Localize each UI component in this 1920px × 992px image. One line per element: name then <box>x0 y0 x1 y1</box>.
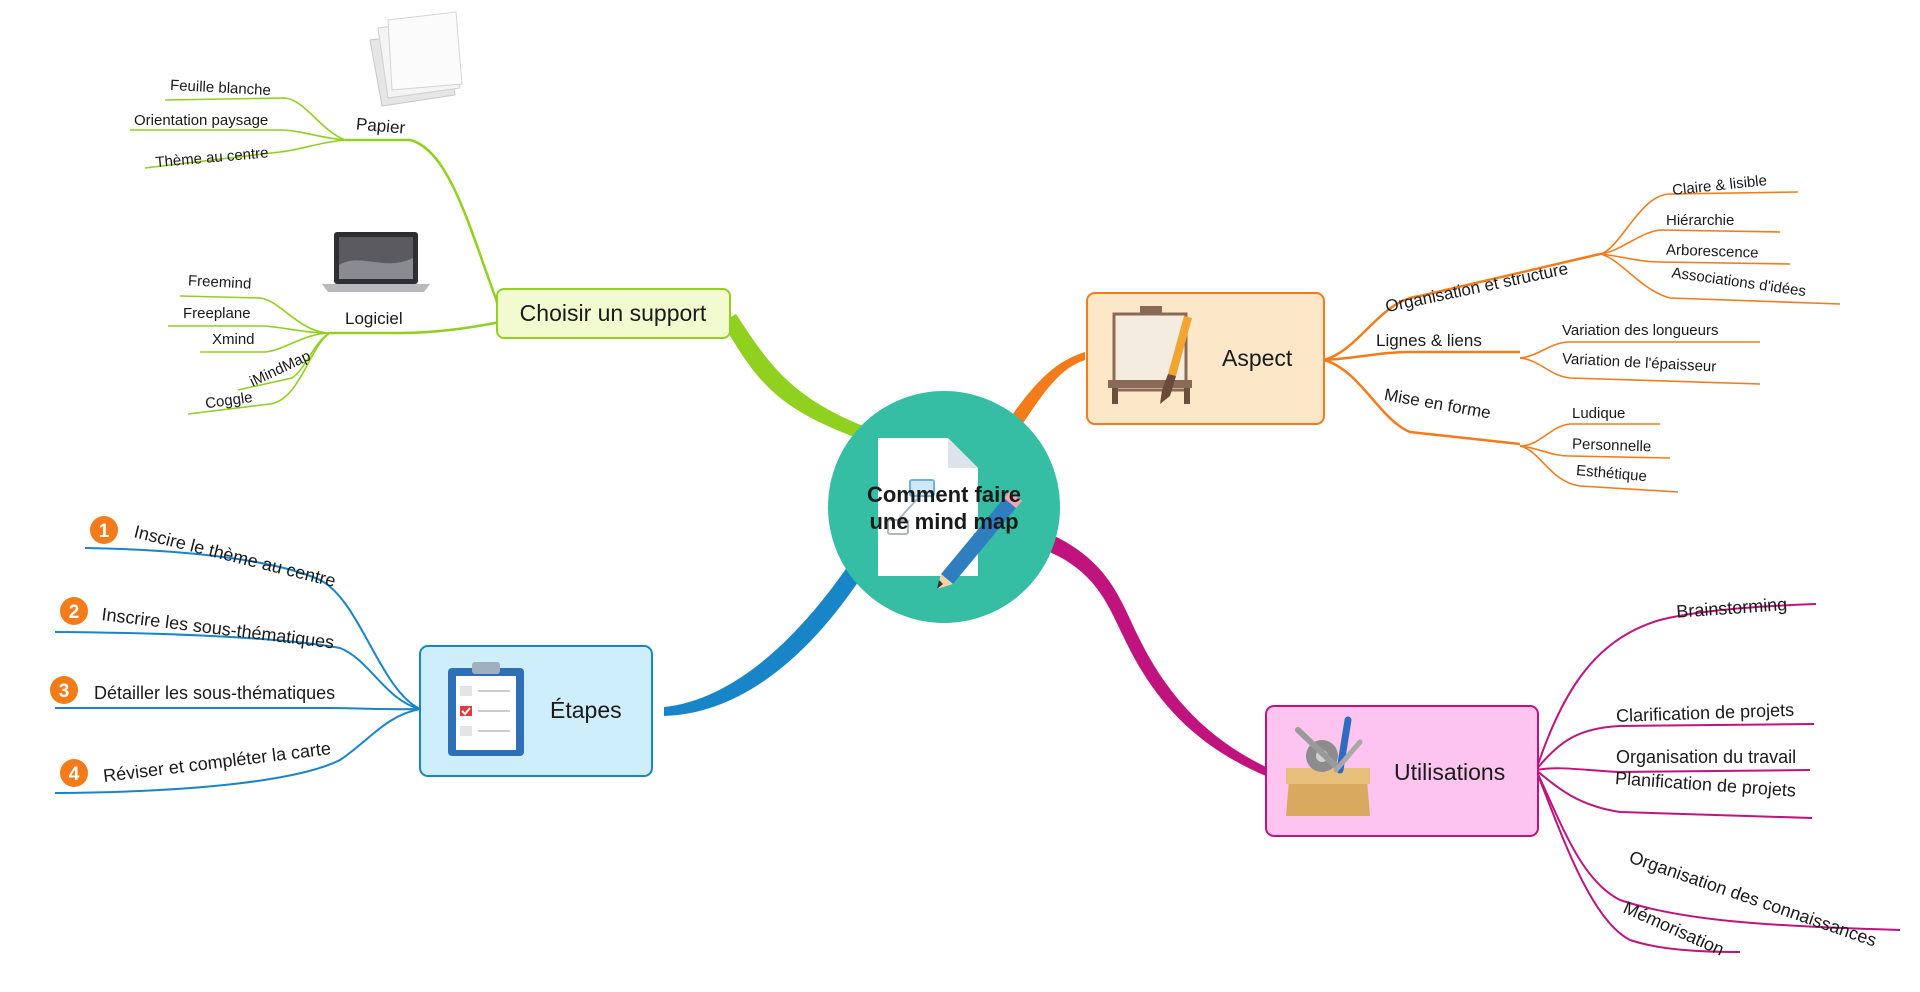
utilisations-item-3: Organisation du travail <box>1616 747 1796 767</box>
step-badge-1: 1 <box>90 516 118 544</box>
utilisations-item-2: Clarification de projets <box>1616 700 1795 726</box>
utilisations-item-4: Planification de projets <box>1614 768 1796 801</box>
toolbox-icon <box>1286 716 1370 816</box>
lignes-item-2: Variation de l'épaisseur <box>1562 350 1717 375</box>
branch-aspect-connector <box>1010 352 1085 428</box>
central-topic-line-1: Comment faire <box>867 482 1021 507</box>
laptop-icon <box>322 232 430 292</box>
step-num-2: 2 <box>69 602 80 623</box>
logiciel-item-2: Freeplane <box>183 305 251 322</box>
logiciel-item-3: Xmind <box>212 331 255 348</box>
support-topic-box[interactable] <box>496 288 731 339</box>
branch-utilisations-connector <box>1040 532 1268 776</box>
step-label-3: Détailler les sous-thématiques <box>94 683 335 703</box>
papier-leaf-lines <box>130 97 346 169</box>
organisation-item-4: Associations d'idées <box>1671 264 1808 300</box>
support-topic-label: Choisir un support <box>520 300 707 326</box>
lignes-label: Lignes & liens <box>1376 331 1482 350</box>
logiciel-item-5: Coggle <box>204 389 253 412</box>
organisation-item-2: Hiérarchie <box>1666 212 1734 229</box>
aspect-leaf-lines <box>1519 191 1841 493</box>
forme-label: Mise en forme <box>1383 385 1492 422</box>
branch-etapes-connector <box>664 560 866 716</box>
papier-label: Papier <box>355 114 406 137</box>
logiciel-connector <box>330 320 501 335</box>
utilisations-item-6: Mémorisation <box>1620 897 1727 959</box>
logiciel-item-4: iMindMap <box>247 347 313 390</box>
step-badge-3: 3 <box>50 676 78 704</box>
step-badge-4: 4 <box>60 759 88 787</box>
branch-support: Choisir un support Papier Logiciel Feuil… <box>130 11 731 415</box>
lignes-item-1: Variation des longueurs <box>1562 322 1719 339</box>
papier-connector <box>345 138 502 311</box>
etapes-leaf-lines <box>54 547 421 794</box>
aspect-topic-label: Aspect <box>1222 345 1293 371</box>
logiciel-item-1: Freemind <box>188 272 252 292</box>
step-num-4: 4 <box>69 764 80 785</box>
utilisations-item-1: Brainstorming <box>1676 594 1788 622</box>
step-label-2: Inscrire les sous-thématiques <box>101 604 336 652</box>
logiciel-label: Logiciel <box>345 309 403 328</box>
document-pencil-icon <box>878 438 1022 589</box>
branch-support-connector <box>722 314 868 442</box>
checklist-icon <box>448 662 524 756</box>
easel-brush-icon <box>1108 306 1192 404</box>
forme-item-1: Ludique <box>1572 405 1625 422</box>
paper-stack-icon <box>369 11 463 107</box>
step-badge-2: 2 <box>60 597 88 625</box>
central-topic-line-2: une mind map <box>869 509 1018 534</box>
organisation-item-3: Arborescence <box>1666 241 1759 261</box>
branch-aspect: Aspect Organisation et structure Lignes … <box>1086 172 1841 493</box>
branch-etapes: Étapes 1 2 3 4 Inscire le thème au centr… <box>50 516 653 794</box>
step-label-4: Réviser et compléter la carte <box>102 738 332 786</box>
papier-item-2: Orientation paysage <box>134 112 268 129</box>
logiciel-leaf-lines <box>168 295 331 415</box>
central-topic[interactable]: Comment faire une mind map <box>828 391 1060 623</box>
utilisations-topic-label: Utilisations <box>1394 759 1505 785</box>
papier-item-3: Thème au centre <box>155 144 269 171</box>
step-label-1: Inscire le thème au centre <box>132 521 338 591</box>
organisation-label: Organisation et structure <box>1384 259 1570 316</box>
branch-utilisations: Utilisations Brainstorming Clarification… <box>1265 594 1901 960</box>
aspect-sub-connectors <box>1323 252 1601 446</box>
utilisations-leaf-lines <box>1535 603 1901 953</box>
forme-item-2: Personnelle <box>1572 436 1652 456</box>
papier-item-1: Feuille blanche <box>170 77 272 99</box>
step-num-1: 1 <box>99 521 110 542</box>
etapes-topic-label: Étapes <box>550 697 622 723</box>
step-num-3: 3 <box>59 681 70 702</box>
organisation-item-1: Claire & lisible <box>1671 172 1767 199</box>
forme-item-3: Esthétique <box>1575 462 1647 485</box>
